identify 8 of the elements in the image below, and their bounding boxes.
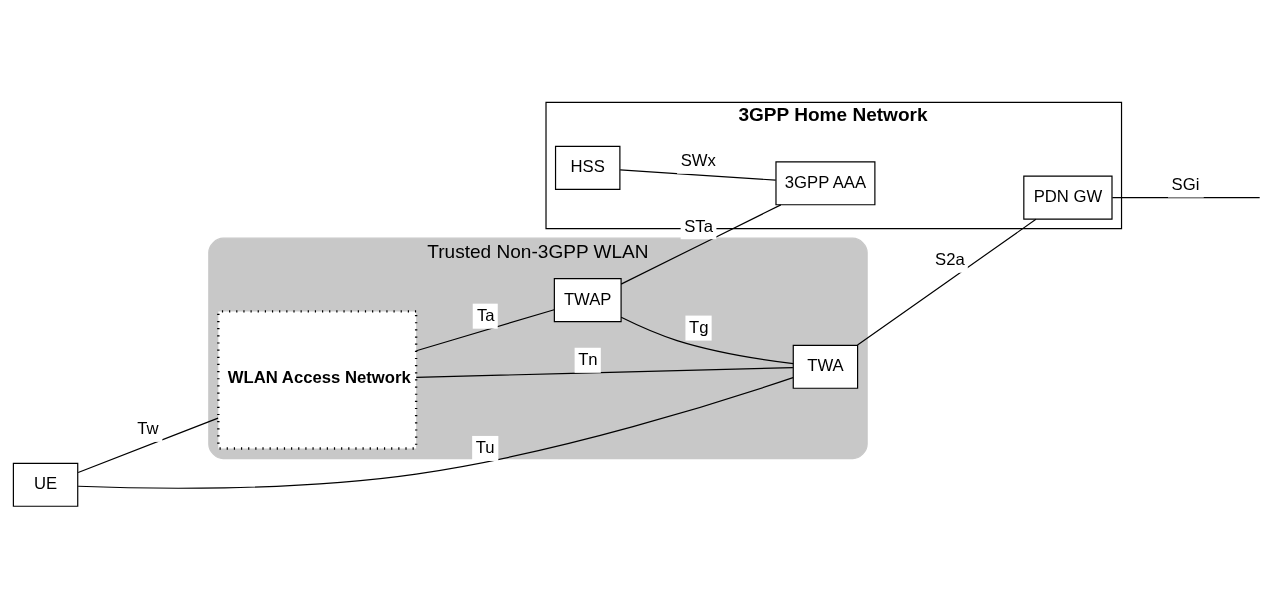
edge-label: Tu: [475, 438, 495, 458]
edge-label: Ta: [476, 306, 495, 326]
edge-label: SGi: [1171, 175, 1200, 195]
edge-label: Tg: [689, 318, 709, 338]
edge-label: Tw: [137, 419, 159, 439]
edge-label: SWx: [680, 151, 716, 171]
edge-label: S2a: [935, 250, 965, 270]
edge-label: Tn: [578, 350, 598, 370]
